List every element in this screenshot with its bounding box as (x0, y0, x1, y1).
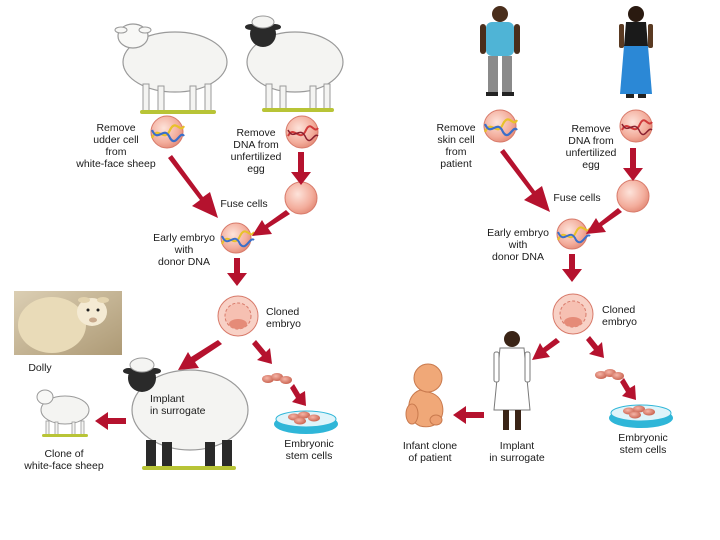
udder-cell-dna-icon (150, 115, 185, 149)
cell-cluster-icon (595, 369, 624, 380)
skin-cell-dna-icon (483, 109, 518, 143)
arrow-icon (95, 412, 126, 430)
implant-label: Implant in surrogate (489, 440, 545, 464)
arrow-icon (532, 338, 560, 360)
remove-dna-label: Remove DNA from unfertilized egg (230, 127, 282, 175)
arrow-icon (586, 336, 604, 358)
arrow-icon (620, 378, 636, 400)
remove-udder-cell-label: Remove udder cell from white-face sheep (76, 122, 156, 170)
early-embryo-label: Early embryo with donor DNA (153, 232, 215, 268)
arrow-icon (586, 208, 622, 234)
dolly-label: Dolly (28, 362, 52, 374)
early-embryo-label: Early embryo with donor DNA (487, 227, 549, 263)
cloned-embryo-label: Cloned embryo (266, 306, 302, 330)
dolly-photo (14, 291, 122, 355)
arrow-icon (500, 149, 550, 212)
cloned-embryo-icon (552, 293, 594, 335)
cloned-embryo-label: Cloned embryo (602, 304, 638, 328)
fuse-cells-label: Fuse cells (553, 192, 601, 204)
cloned-embryo-icon (217, 295, 259, 337)
stem-cells-label: Embryonic stem cells (284, 438, 334, 462)
fused-cell-dna-icon (556, 218, 591, 250)
egg-dna-icon (285, 115, 319, 149)
infant-clone-icon (405, 363, 444, 428)
arrow-icon (453, 406, 484, 424)
white-face-sheep-icon (114, 23, 228, 114)
arrow-icon (623, 148, 643, 181)
cell-cluster-icon (262, 373, 292, 384)
black-face-sheep-icon (245, 15, 344, 112)
petri-dish-icon (609, 404, 673, 428)
arrow-icon (290, 384, 306, 406)
remove-skin-cell-label: Remove skin cell from patient (436, 122, 476, 170)
implant-label: Implant in surrogate (150, 393, 206, 417)
remove-dna-label: Remove DNA from unfertilized egg (565, 123, 617, 171)
arrow-icon (252, 340, 272, 364)
arrow-icon (562, 254, 582, 282)
arrow-icon (178, 340, 222, 370)
arrows-left (95, 152, 311, 430)
petri-dish-icon (274, 410, 338, 434)
fused-cell-dna-icon (220, 222, 255, 254)
arrow-icon (227, 258, 247, 286)
surrogate-woman-icon (493, 331, 531, 430)
enucleated-egg-icon (616, 179, 650, 213)
clone-of-label: Clone of white-face sheep (24, 448, 104, 472)
stem-cells-label: Embryonic stem cells (618, 432, 668, 456)
fuse-cells-label: Fuse cells (220, 198, 268, 210)
surrogate-sheep-icon (123, 357, 249, 470)
enucleated-egg-icon (284, 181, 318, 215)
egg-dna-icon (619, 109, 653, 143)
patient-man-icon (480, 6, 520, 96)
arrow-icon (168, 155, 218, 218)
egg-donor-woman-icon (619, 6, 653, 98)
arrow-icon (252, 210, 290, 236)
clone-sheep-icon (36, 389, 90, 437)
arrows-right (453, 148, 643, 424)
infant-clone-label: Infant clone of patient (402, 440, 458, 464)
arrow-icon (291, 152, 311, 185)
